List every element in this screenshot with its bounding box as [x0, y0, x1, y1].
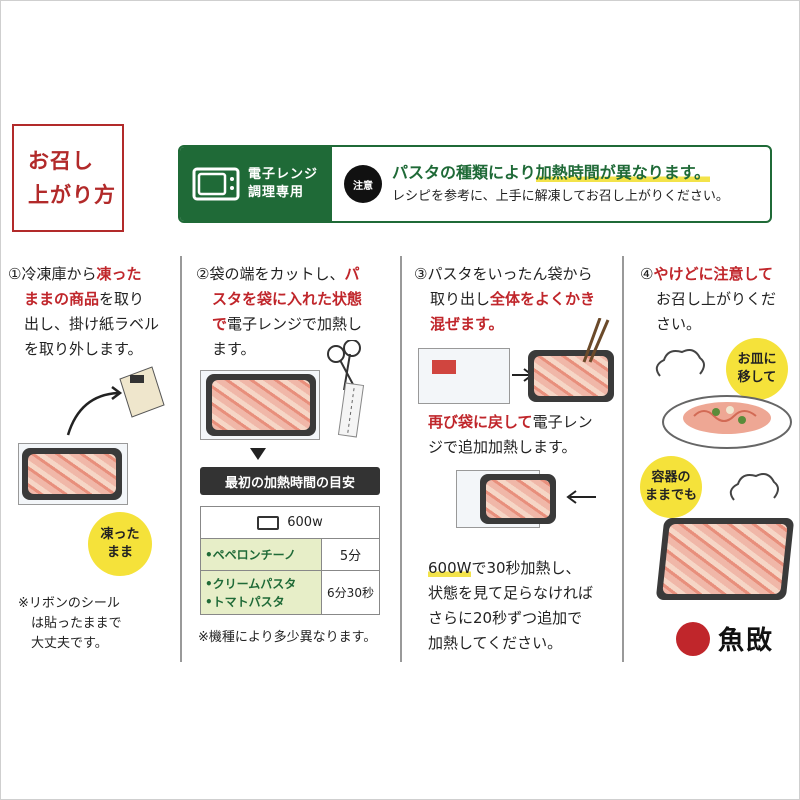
- title-line2: 上がり方: [28, 183, 116, 207]
- pasta-type: •トマトパスタ: [205, 594, 285, 609]
- wattage-label: 600w: [287, 515, 323, 530]
- label-removal-illustration: [66, 366, 165, 436]
- table-row-time: 5分: [321, 538, 380, 571]
- brand-name: 魚敃: [718, 626, 775, 656]
- step3-highlight: 600W: [428, 559, 472, 577]
- frozen-badge: 凍ったまま: [88, 512, 152, 576]
- table-footnote: ※機種により多少異なります。: [198, 630, 377, 645]
- badge-line: ままでも: [644, 488, 697, 503]
- warn-pre: パスタの種類により: [392, 163, 536, 182]
- pasta-type: •クリームパスタ: [205, 576, 297, 591]
- step2-red: で: [212, 315, 228, 333]
- column-divider: [622, 256, 624, 662]
- note-line: 大丈夫です。: [18, 636, 108, 651]
- banner-label-2: 調理専用: [248, 185, 305, 200]
- step3-text: 状態を見て足らなければ: [428, 584, 594, 602]
- step1-text: 出し、掛け紙ラベル: [24, 315, 160, 333]
- step3-text: さらに20秒ずつ追加で: [428, 609, 583, 627]
- step-1: ①冷凍庫から凍った ままの商品を取り 出し、掛け紙ラベル を取り外します。: [8, 262, 176, 362]
- step3-red: 全体をよくかき: [490, 290, 596, 308]
- step-2: ②袋の端をカットし、パ スタを袋に入れた状態 で電子レンジで加熱し ます。: [196, 262, 396, 362]
- frozen-pasta-tray: [22, 448, 122, 500]
- warn-highlight: 加熱時間が異なります。: [535, 163, 711, 182]
- empty-bag: [418, 348, 510, 404]
- step1-text: を取り外します。: [24, 340, 143, 358]
- pasta-tray: [206, 374, 316, 436]
- microwave-icon: [192, 167, 240, 201]
- step4-red: やけどに注意して: [653, 265, 774, 283]
- arrow-left-icon: [566, 490, 596, 504]
- title-box: お召し 上がり方: [12, 124, 124, 232]
- mixing-tray: [528, 350, 614, 402]
- arrow-down-icon: [250, 448, 266, 460]
- steam-icon: [655, 349, 705, 377]
- note-line: は貼ったままで: [18, 616, 122, 631]
- plate-badge: お皿に移して: [726, 338, 788, 400]
- step1-text: を取り: [99, 290, 145, 308]
- caution-badge: 注意: [344, 165, 382, 203]
- microwave-banner: 電子レンジ 調理専用 注意 パスタの種類により加熱時間が異なります。 レシピを参…: [178, 145, 772, 223]
- step1-text: ①冷凍庫から: [8, 265, 97, 283]
- title-line1: お召し: [28, 149, 94, 173]
- step-3-bottom: 600Wで30秒加熱し、 状態を見て足らなければ さらに20秒ずつ追加で 加熱し…: [428, 556, 618, 656]
- microwave-small-icon: [257, 515, 280, 530]
- note-line: ※リボンのシール: [18, 596, 120, 611]
- pasta-plate-illustration: [662, 395, 792, 449]
- step-3-mid: 再び袋に戻して電子レン ジで追加加熱します。: [428, 410, 618, 460]
- step-4: ④やけどに注意して お召し上がりくだ さい。: [640, 262, 796, 337]
- step4-text: さい。: [656, 315, 702, 333]
- step3-text: で30秒加熱し、: [471, 559, 581, 577]
- step1-red: 凍った: [96, 265, 142, 283]
- banner-label-1: 電子レンジ: [248, 167, 319, 182]
- step3-text: ③パスタをいったん袋から: [414, 265, 593, 283]
- container-tray: [655, 518, 795, 600]
- step3-text: ジで追加加熱します。: [428, 438, 577, 456]
- rebagged-tray: [480, 474, 556, 524]
- table-row-name: •ペペロンチーノ: [200, 538, 322, 571]
- wattage-row: 600w: [200, 506, 380, 539]
- chopsticks-icon: [582, 318, 610, 363]
- column-divider: [400, 256, 402, 662]
- step2-text: ②袋の端をカットし、: [196, 265, 345, 283]
- heating-time-header: 最初の加熱時間の目安: [200, 467, 380, 495]
- step2-red: パ: [344, 265, 360, 283]
- brand-logo: 魚敃: [676, 620, 774, 657]
- banner-left: 電子レンジ 調理専用: [180, 147, 332, 221]
- step3-text: 加熱してください。: [428, 634, 563, 652]
- step4-text: お召し上がりくだ: [656, 290, 777, 308]
- step3-red: 再び袋に戻して: [428, 413, 533, 431]
- step2-red: スタを袋に入れた状態: [212, 290, 363, 308]
- heating-time-table: 600w •ペペロンチーノ 5分 •クリームパスタ •トマトパスタ 6分30秒: [200, 506, 380, 615]
- step4-text: ④: [640, 265, 654, 283]
- container-badge: 容器のままでも: [640, 456, 702, 518]
- step2-text: ます。: [212, 340, 256, 358]
- brand-mark-icon: [676, 621, 710, 656]
- banner-right: 注意 パスタの種類により加熱時間が異なります。 レシピを参考に、上手に解凍してお…: [332, 147, 770, 221]
- step3-text: 取り出し: [430, 290, 491, 308]
- bag-sticker-icon: [432, 360, 456, 374]
- step2-text: 電子レンジで加熱し: [227, 315, 363, 333]
- steam-icon: [729, 473, 779, 501]
- badge-line: 凍った: [100, 527, 140, 542]
- step3-text: 電子レン: [532, 413, 593, 431]
- badge-line: 容器の: [651, 470, 691, 485]
- column-divider: [180, 256, 182, 662]
- scissors-icon: [327, 340, 365, 438]
- step1-red: ままの商品: [24, 290, 100, 308]
- badge-line: お皿に: [737, 352, 777, 367]
- ribbon-note: ※リボンのシール は貼ったままで 大丈夫です。: [18, 594, 176, 654]
- badge-line: まま: [106, 545, 133, 560]
- table-row-time: 6分30秒: [321, 570, 380, 615]
- banner-subtext: レシピを参考に、上手に解凍してお召し上がりください。: [392, 189, 729, 204]
- step-3: ③パスタをいったん袋から 取り出し全体をよくかき 混ぜます。: [414, 262, 618, 337]
- badge-line: 移して: [737, 370, 777, 385]
- step3-red: 混ぜます。: [430, 315, 504, 333]
- table-row-name: •クリームパスタ •トマトパスタ: [200, 570, 322, 615]
